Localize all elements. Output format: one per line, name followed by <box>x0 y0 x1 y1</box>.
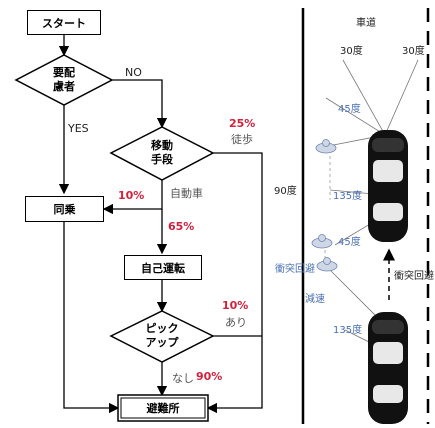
angle-30-left: 30度 <box>340 46 363 57</box>
yes-label: YES <box>68 122 89 135</box>
arrow-walk-to-shelter <box>206 152 263 414</box>
shelter-node: 避難所 <box>146 402 180 415</box>
decision-pickup-label: ピック アップ <box>145 322 179 349</box>
ray-45-upper <box>325 97 386 136</box>
pickup-no-percent: 90% <box>196 370 223 383</box>
pickup-yes-percent: 10% <box>222 299 249 312</box>
pickup-yes-label: あり <box>225 316 247 329</box>
ray-30-left <box>342 59 386 136</box>
pedestrian-icon <box>311 139 338 272</box>
upper-car-icon <box>368 130 408 242</box>
angle-45-upper: 45度 <box>338 104 361 115</box>
collision-avoid-left: 衝突回避 <box>275 264 315 275</box>
decision-caregiver-label: 要配 慮者 <box>53 66 75 93</box>
angle-45-lower: 45度 <box>338 237 361 248</box>
ray-30-right <box>384 59 419 136</box>
self-drive-node: 自己運転 <box>124 255 202 280</box>
walk-label: 徒歩 <box>231 133 253 146</box>
angle-30-right: 30度 <box>402 46 425 57</box>
angle-135-lower: 135度 <box>333 325 363 336</box>
decision-transport-shape <box>109 126 215 181</box>
arrow-no-to-transport <box>112 79 168 129</box>
self-drive-percent: 65% <box>168 220 195 233</box>
decision-caregiver-shape <box>14 54 114 106</box>
start-node: スタート <box>27 10 101 35</box>
ride-percent: 10% <box>118 189 145 202</box>
decision-pickup-shape <box>109 310 215 363</box>
no-label: NO <box>125 66 142 79</box>
angle-135-upper: 135度 <box>333 191 363 202</box>
pedestrian-paths <box>324 150 331 270</box>
shelter-outer-border <box>117 394 209 422</box>
lane-label: 車道 <box>356 18 376 29</box>
angle-90: 90度 <box>274 186 297 197</box>
decelerate-label: 減速 <box>305 294 325 305</box>
decision-transport-label: 移動 手段 <box>151 139 173 166</box>
road-lines <box>301 8 430 424</box>
ride-node: 同乗 <box>25 196 104 222</box>
flow-connectors <box>58 35 263 414</box>
arrow-ride-to-shelter <box>63 222 120 414</box>
car-label: 自動車 <box>170 187 203 200</box>
walk-percent: 25% <box>229 117 256 130</box>
shelter-inner-border <box>120 397 206 419</box>
collision-avoid-right: 衝突回避 <box>394 271 434 282</box>
lower-car-icon <box>368 312 408 424</box>
pickup-no-label: なし <box>172 372 194 385</box>
